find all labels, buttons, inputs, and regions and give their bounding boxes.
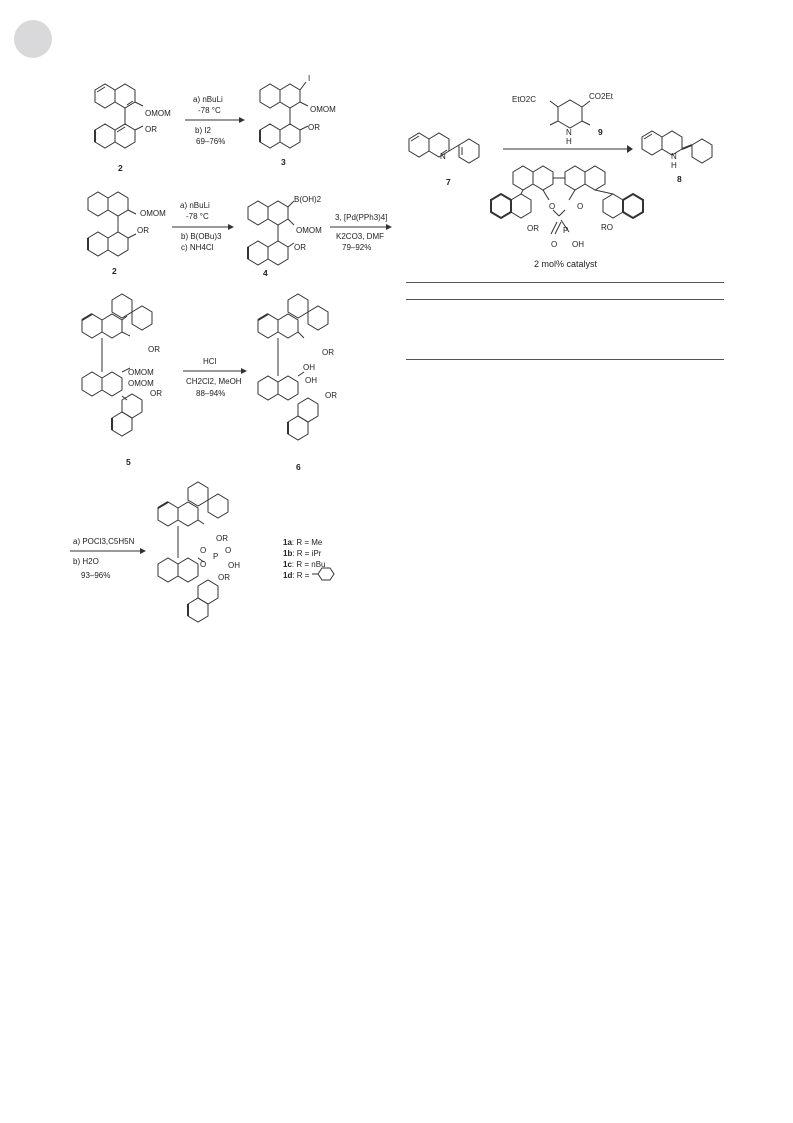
s2-arrow-1 (172, 224, 234, 230)
compound-number-4: 4 (263, 268, 268, 278)
compound-number-8: 8 (677, 174, 682, 184)
s4-product-sub-3: O (200, 560, 207, 569)
r-group-1a: 1a: R = Me (283, 538, 323, 547)
s1-product-sub-2: OR (308, 123, 320, 132)
s8-atom-n: N (671, 152, 677, 161)
s2-cond2-2: 79–92% (342, 243, 372, 252)
catalyst-structure (490, 165, 644, 235)
compound-number-2b: 2 (112, 266, 117, 276)
r-group-1d: 1d: R = (283, 571, 310, 580)
compound-7-structure (408, 132, 480, 164)
s9-sub-0: EtO2C (512, 95, 537, 104)
s9-sub-2: N (566, 128, 572, 137)
s1-cond-2: b) I2 (195, 126, 212, 135)
s2-inter-sub-0: B(OH)2 (294, 195, 322, 204)
s9-sub-1: CO2Et (589, 92, 614, 101)
s3-reactant-sub-0: OR (148, 345, 160, 354)
cat-sub-6: RO (601, 223, 613, 232)
table-rule-header (406, 299, 724, 300)
s2-cond1-0: a) nBuLi (180, 201, 210, 210)
s2-inter-sub-2: OR (294, 243, 306, 252)
s8-atom-h: H (671, 161, 677, 170)
s2-cond1-3: c) NH4Cl (181, 243, 214, 252)
s2-inter-sub-1: OMOM (296, 226, 322, 235)
cat-sub-3: P (563, 226, 569, 235)
compound-2b-structure (87, 191, 137, 257)
s4-cond-2: 93–96% (81, 571, 111, 580)
s4-arrow (70, 548, 146, 554)
compound-2-structure (94, 83, 144, 149)
s2-arrow-2 (330, 224, 392, 230)
compound-4-structure (247, 200, 295, 266)
s4-cond-1: b) H2O (73, 557, 99, 566)
s4-product-sub-2: P (213, 552, 219, 561)
cat-sub-1: O (549, 202, 556, 211)
s1-reactant-sub-1: OR (145, 125, 157, 134)
s1-product-sub-0: I (308, 74, 311, 83)
s3-cond-1: CH2Cl2, MeOH (186, 377, 242, 386)
page-badge (14, 20, 52, 58)
s2-cond1-2: b) B(OBu)3 (181, 232, 222, 241)
table-rule-top (406, 282, 724, 283)
compound-number-6: 6 (296, 462, 301, 472)
s3-arrow (183, 368, 247, 374)
s4-product-sub-0: OR (216, 534, 228, 543)
cat-sub-0: OR (527, 224, 539, 233)
s1-cond-1: -78 °C (198, 106, 221, 115)
s4-cond-0: a) POCl3,C5H5N (73, 537, 135, 546)
compound-number-2a: 2 (118, 163, 123, 173)
cyclohexyl-ring (312, 567, 335, 581)
s4-product-sub-4: O (225, 546, 232, 555)
s3-product-sub-0: OR (322, 348, 334, 357)
s1-product-sub-1: OMOM (310, 105, 336, 114)
s4-product-sub-1: O (200, 546, 207, 555)
right-main-arrow (503, 145, 633, 153)
s2-cond2-1: K2CO3, DMF (336, 232, 385, 241)
r-group-1c: 1c: R = nBu (283, 560, 326, 569)
table-rule-bottom (406, 359, 724, 360)
compound-6-structure (257, 293, 329, 441)
s1-arrow (185, 117, 245, 123)
compound-number-7: 7 (446, 177, 451, 187)
compound-number-9: 9 (598, 127, 603, 137)
s2-reactant-sub-1: OR (137, 226, 149, 235)
compound-8-structure (641, 130, 713, 164)
catalyst-label: 2 mol% catalyst (534, 259, 598, 269)
s2-cond1-1: -78 °C (186, 212, 209, 221)
cat-sub-2: O (577, 202, 584, 211)
s3-cond-0: HCl (203, 357, 217, 366)
compound-1-structure (157, 481, 229, 623)
compound-number-3: 3 (281, 157, 286, 167)
s2-reactant-sub-0: OMOM (140, 209, 166, 218)
s2-cond2-0: 3, [Pd(PPh3)4] (335, 213, 388, 222)
s3-reactant-sub-3: OR (150, 389, 162, 398)
r-group-1b: 1b: R = iPr (283, 549, 322, 558)
s9-sub-3: H (566, 137, 572, 146)
s1-cond-0: a) nBuLi (193, 95, 223, 104)
s7-atom-n: N (440, 152, 446, 161)
s4-product-sub-6: OR (218, 573, 230, 582)
s3-cond-2: 88–94% (196, 389, 226, 398)
s1-cond-3: 69–76% (196, 137, 226, 146)
s3-reactant-sub-1: OMOM (128, 368, 154, 377)
s4-product-sub-5: OH (228, 561, 240, 570)
compound-9-structure (549, 99, 591, 129)
s3-product-sub-3: OR (325, 391, 337, 400)
cat-sub-5: OH (572, 240, 584, 249)
compound-3-structure (259, 81, 309, 149)
s3-product-sub-2: OH (305, 376, 317, 385)
s3-reactant-sub-2: OMOM (128, 379, 154, 388)
cat-sub-4: O (551, 240, 558, 249)
compound-5-structure (81, 293, 153, 437)
s3-product-sub-1: OH (303, 363, 315, 372)
s1-reactant-sub-0: OMOM (145, 109, 171, 118)
compound-number-5: 5 (126, 457, 131, 467)
